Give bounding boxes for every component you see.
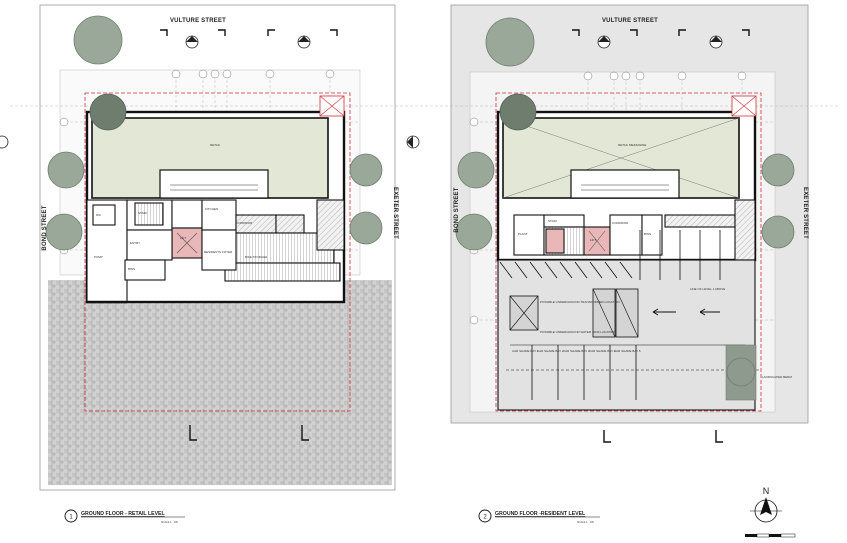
- street-top: VULTURE STREET: [170, 18, 226, 24]
- room-label: BIKE STORAGE: [245, 255, 267, 259]
- room-label: POSSIBLE UNDERGROUND TRANSFORMER LOCATIO…: [540, 300, 620, 304]
- north-label: N: [763, 486, 770, 496]
- room-label: CORRIDOR: [612, 221, 629, 225]
- drawing-title-1: 1 GROUND FLOOR - RETAIL LEVEL SCALE 1 : …: [64, 509, 185, 524]
- room-label: CAR SHARE BAY 1: [512, 349, 539, 353]
- room-label: RETAIL: [210, 143, 221, 147]
- room-label: CAR SHARE BAY 5: [614, 349, 641, 353]
- trees: [455, 17, 795, 387]
- room-label: CAR SHARE BAY 3: [563, 349, 590, 353]
- room-labels: RETAIL MEZZANINE LIFT STAIR CORRIDOR PLA…: [512, 143, 792, 379]
- trees: [45, 15, 383, 251]
- room-label: BINS: [644, 232, 651, 236]
- room-label: LANDSCAPED BERM: [762, 375, 792, 379]
- drawing-scale: SCALE 1 : 100: [161, 520, 179, 524]
- room-label: CAR SHARE BAY 4: [589, 349, 616, 353]
- drawing-title: GROUND FLOOR -RESIDENT LEVEL: [495, 511, 586, 517]
- building-outline: [85, 95, 346, 304]
- room-label: LIFT: [590, 238, 596, 242]
- street-top: VULTURE STREET: [602, 18, 658, 24]
- drawing-number: 1: [69, 515, 73, 521]
- street-right: EXETER STREET: [392, 187, 398, 239]
- room-label: LINE OF LEVEL 1 ABOVE: [690, 287, 725, 291]
- room-labels: RETAIL LIFT KITCHEN CORRIDOR STAIR BIKE …: [94, 143, 267, 271]
- room-label: STAIR: [138, 211, 147, 215]
- drawing-scale: SCALE 1 : 100: [577, 520, 595, 524]
- room-label: RETAIL MEZZANINE: [618, 143, 646, 147]
- room-label: LIFT: [180, 236, 186, 240]
- building-outline: [496, 95, 760, 411]
- section-markers: [0, 29, 420, 441]
- room-label: POSSIBLE UNDERGROUND WATER TANK LOCATION: [540, 330, 616, 334]
- site-boundary: [495, 92, 762, 412]
- room-label: CAR SHARE BAY 2: [537, 349, 564, 353]
- room-label: BINS: [128, 267, 135, 271]
- room-label: STAIR: [548, 219, 557, 223]
- north-arrow: N: [750, 486, 782, 523]
- section-markers: [572, 29, 750, 443]
- room-label: KITCHEN: [205, 207, 218, 211]
- site-boundary: [84, 92, 351, 412]
- room-label: WC: [96, 213, 102, 217]
- room-label: ENTRY: [130, 241, 140, 245]
- plan-retail-level: RETAIL LIFT KITCHEN CORRIDOR STAIR BIKE …: [0, 4, 440, 491]
- paved-forecourt: [48, 280, 392, 485]
- plan-resident-level: RETAIL MEZZANINE LIFT STAIR CORRIDOR PLA…: [440, 4, 840, 443]
- room-label: CORRIDOR: [236, 221, 253, 225]
- street-left: BOND STREET: [42, 205, 48, 250]
- scale-bar: [745, 533, 796, 538]
- drawing-title-2: 2 GROUND FLOOR -RESIDENT LEVEL SCALE 1 :…: [478, 509, 600, 524]
- room-label: PUMP: [94, 255, 103, 259]
- drawing-number: 2: [483, 515, 487, 521]
- room-label: RESIDENTS FOYER: [204, 250, 233, 254]
- room-label: PLANT: [518, 232, 528, 236]
- street-right: EXETER STREET: [802, 187, 808, 239]
- drawing-title: GROUND FLOOR - RETAIL LEVEL: [81, 511, 166, 517]
- street-left: BOND STREET: [454, 187, 460, 232]
